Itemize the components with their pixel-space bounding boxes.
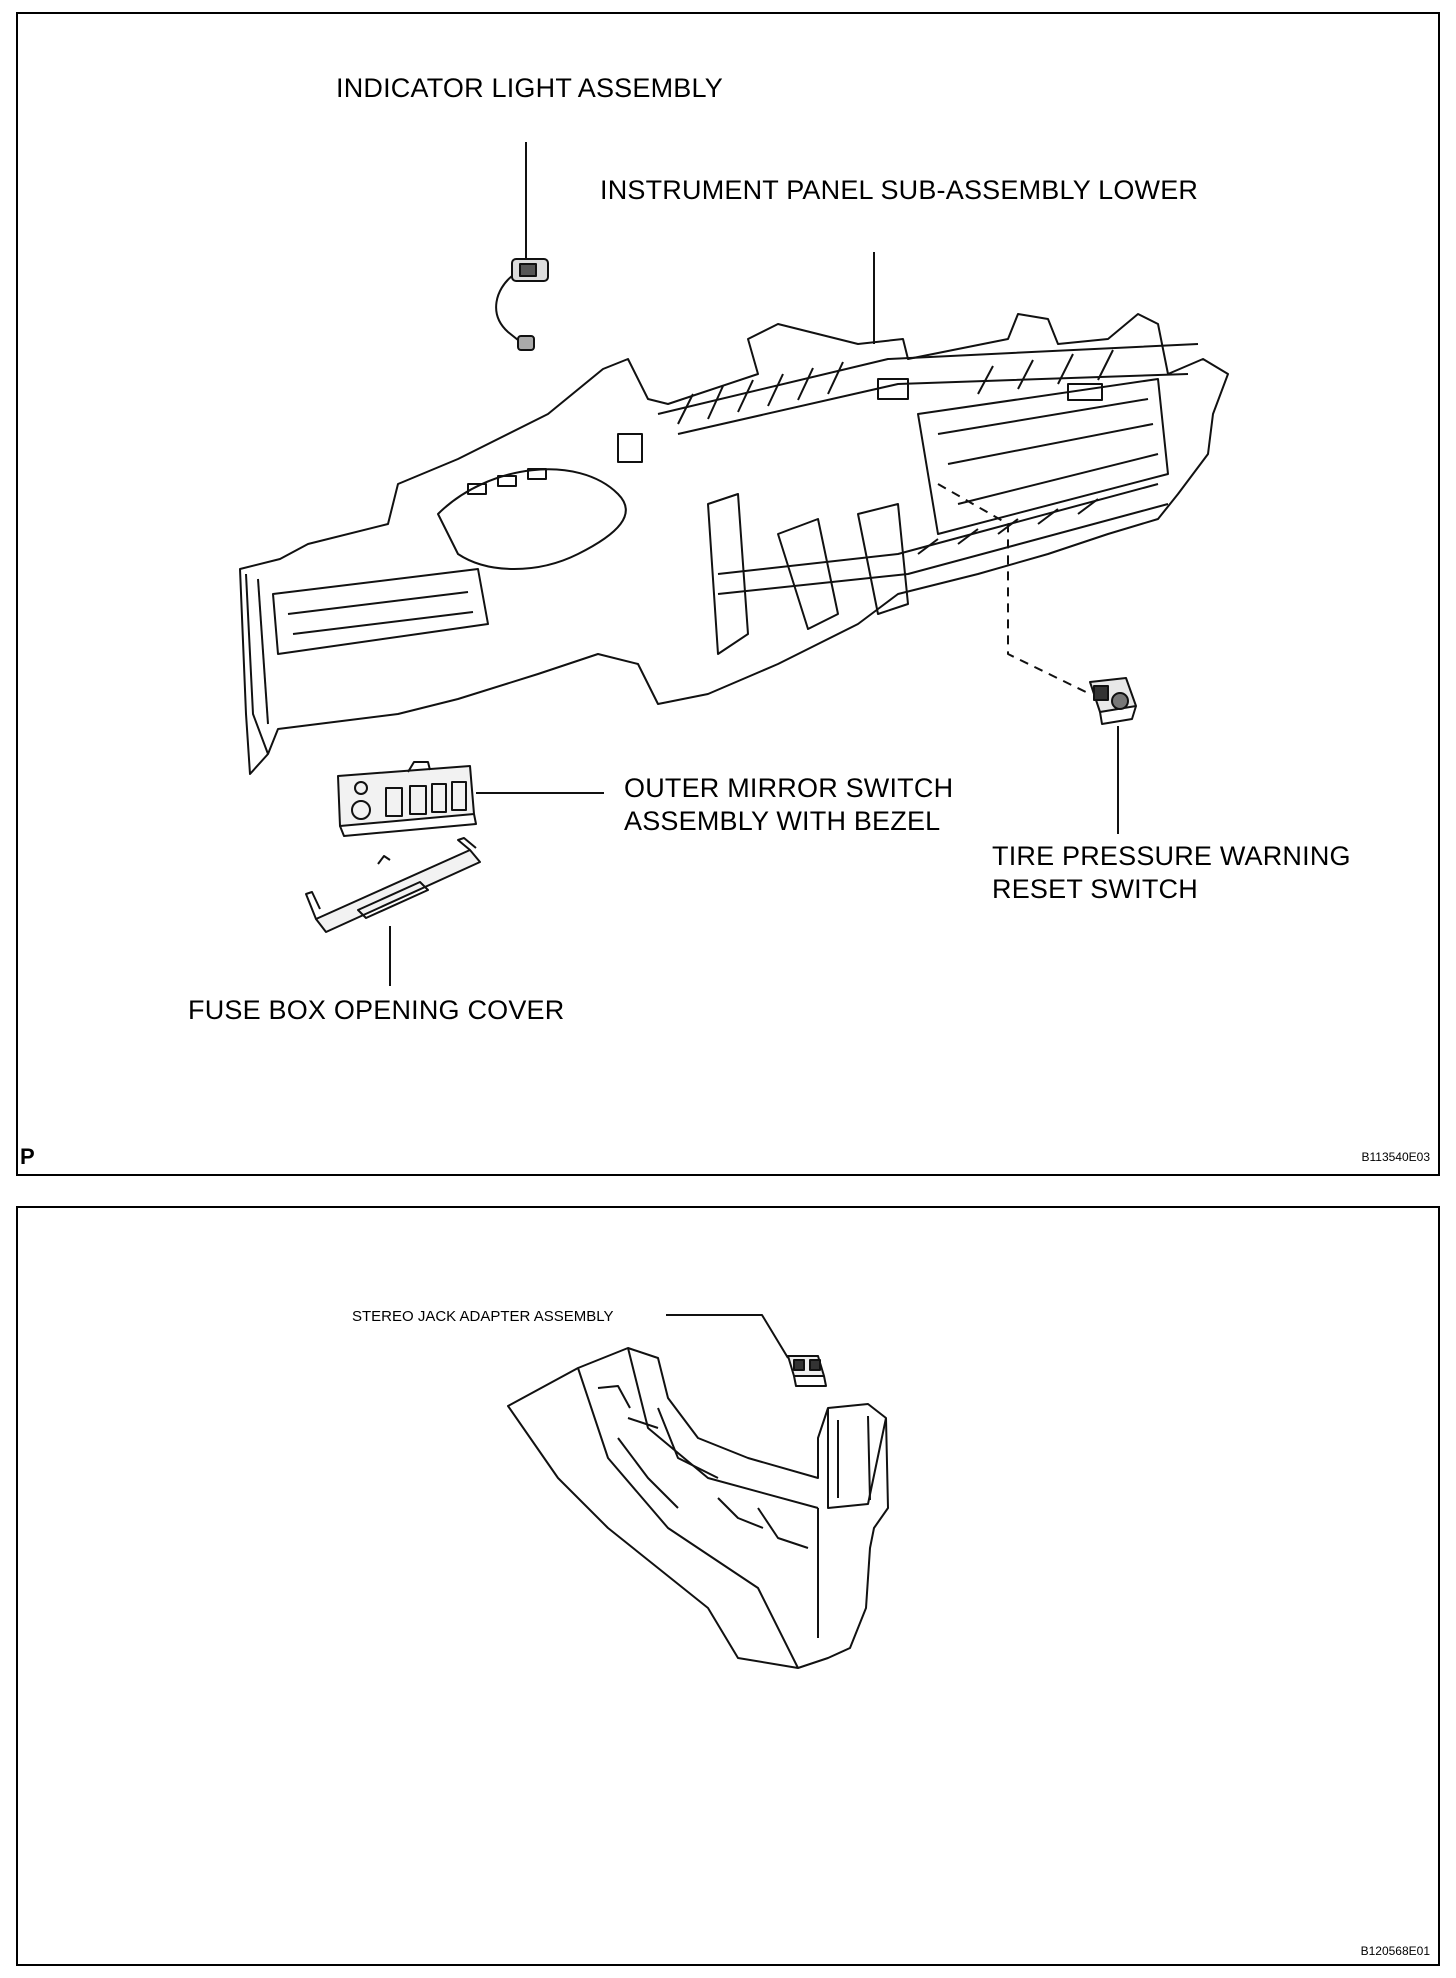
instrument-panel-exploded-view	[239, 142, 1229, 986]
label-indicator-light: INDICATOR LIGHT ASSEMBLY	[336, 73, 723, 103]
leader-stereo-jack	[666, 1314, 789, 1359]
label-stereo-jack: STEREO JACK ADAPTER ASSEMBLY	[352, 1308, 614, 1325]
top-diagram-panel: INDICATOR LIGHT ASSEMBLY INSTRUMENT PANE…	[16, 12, 1440, 1176]
bottom-diagram-panel: STEREO JACK ADAPTER ASSEMBLY B120568E01	[16, 1206, 1440, 1966]
fuse-box-cover-part	[305, 837, 481, 933]
instrument-panel-part	[239, 313, 1229, 775]
label-instrument-panel: INSTRUMENT PANEL SUB-ASSEMBLY LOWER	[600, 175, 1199, 205]
install-path-dashed	[937, 483, 1091, 695]
indicator-light-part	[495, 258, 549, 351]
label-fuse-box-cover: FUSE BOX OPENING COVER	[188, 995, 565, 1025]
outer-mirror-switch-part	[337, 761, 477, 837]
tire-pressure-switch-part	[1089, 677, 1137, 725]
center-console-view	[507, 1314, 889, 1669]
corner-mark: P	[20, 1144, 35, 1169]
stereo-jack-part	[787, 1355, 827, 1387]
figure-code-top: B113540E03	[1361, 1150, 1430, 1164]
figure-code-bottom: B120568E01	[1360, 1944, 1430, 1958]
label-tire-pressure-switch: TIRE PRESSURE WARNING RESET SWITCH	[992, 841, 1351, 904]
center-console-part	[507, 1347, 889, 1669]
label-outer-mirror-switch: OUTER MIRROR SWITCH ASSEMBLY WITH BEZEL	[624, 773, 954, 836]
